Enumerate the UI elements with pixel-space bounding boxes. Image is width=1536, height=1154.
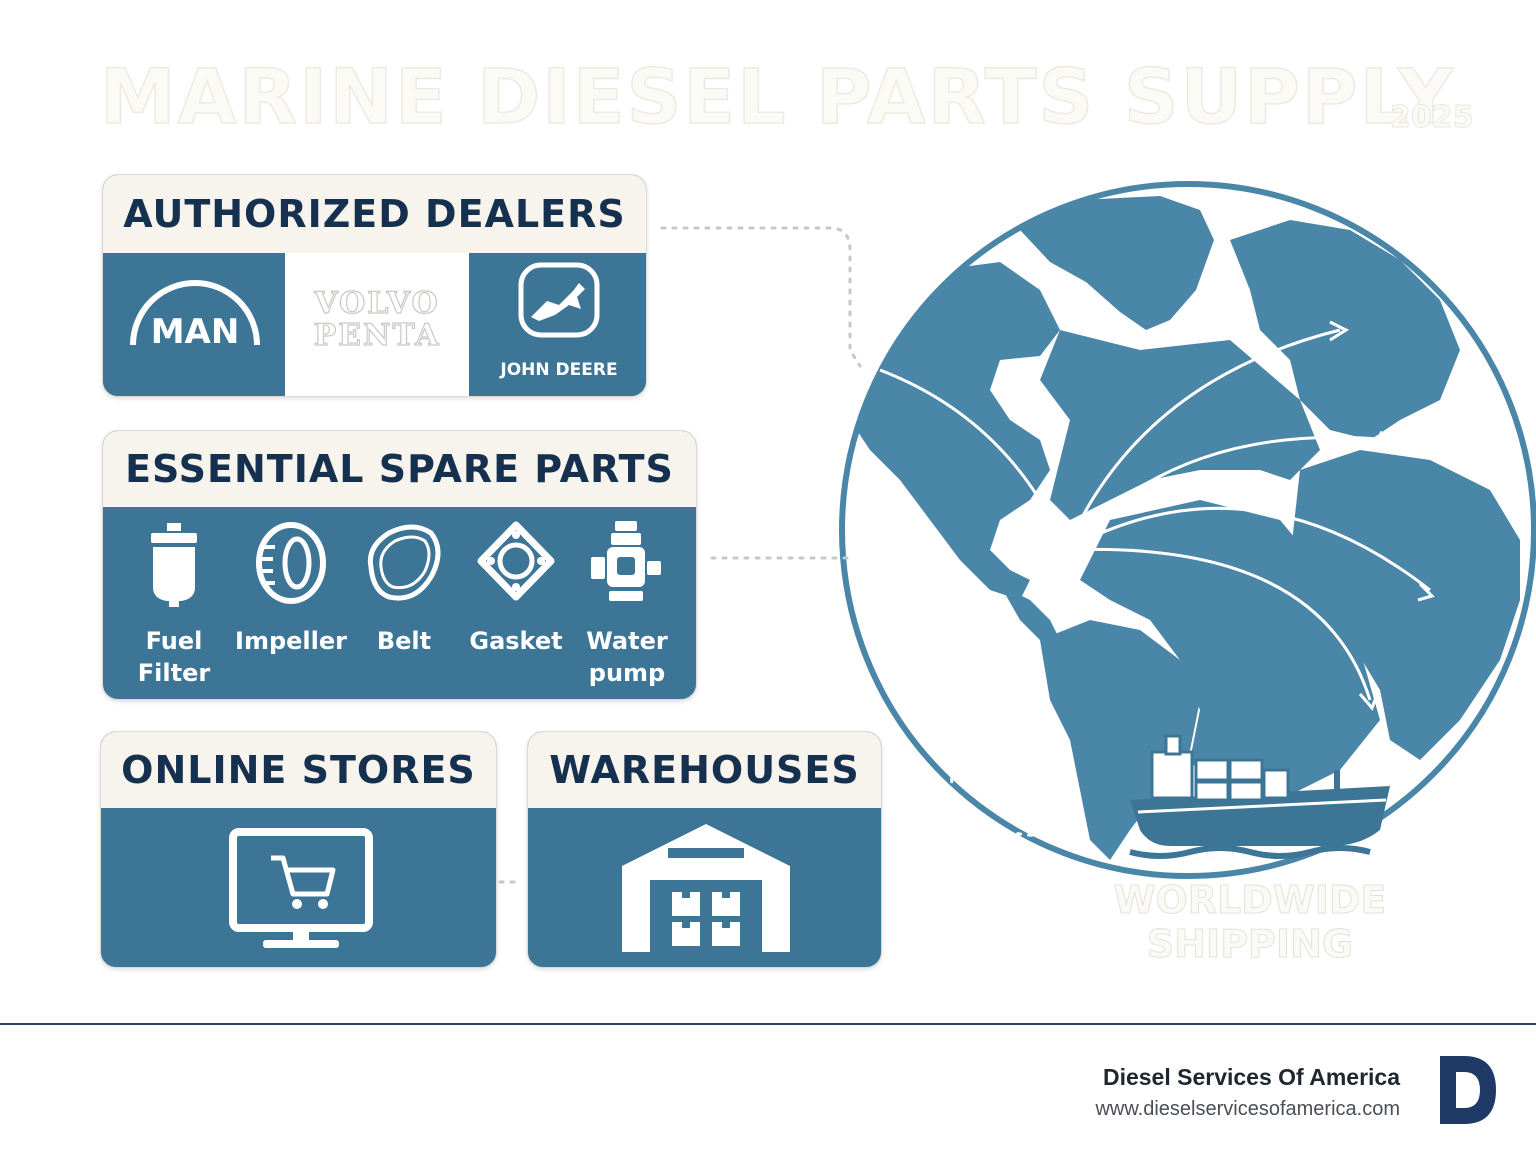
man-arch-icon: MAN <box>130 280 260 352</box>
globe-outline <box>839 181 1536 879</box>
shipping-hub-dot <box>1059 543 1073 557</box>
man-logo: MAN <box>103 253 285 396</box>
penta-logo-text: PENTA <box>314 318 441 353</box>
john-deere-logo-text: JOHN DEERE <box>499 360 617 380</box>
worldwide-shipping-label: WORLDWIDE SHIPPING <box>1060 878 1440 967</box>
arrow-south <box>1358 691 1380 711</box>
airplane-icon <box>1042 826 1078 846</box>
company-logo: D <box>1440 1056 1496 1124</box>
worldwide-line: WORLDWIDE <box>1113 878 1387 923</box>
warehouses-heading: WAREHOUSES <box>528 732 881 808</box>
fuel-filter-icon <box>151 523 197 607</box>
route-to-north-europe <box>1064 328 1341 551</box>
arrow-europe <box>1379 430 1397 452</box>
shipping-routes <box>879 328 1431 701</box>
land-africa <box>1290 450 1520 760</box>
online-stores-heading: ONLINE STORES <box>101 732 496 808</box>
title-row: MARINE DIESEL PARTS SUPPLY 2025 <box>99 51 1500 142</box>
warehouses-card: WAREHOUSES <box>527 731 882 968</box>
cargo-ship-icon <box>1129 734 1390 859</box>
volvo-logo-text: VOLVO <box>313 286 439 321</box>
land-north-america <box>842 262 1060 600</box>
land-greenland <box>1020 196 1214 330</box>
company-url[interactable]: www.dieselservicesofamerica.com <box>1095 1098 1400 1120</box>
warehouse-icon <box>622 824 790 952</box>
company-name: Diesel Services Of America <box>1102 1064 1400 1090</box>
water-pump-icon <box>591 521 661 601</box>
arrow-north-europe <box>1329 320 1350 342</box>
deer-badge-icon: JOHN DEERE <box>499 262 618 380</box>
man-logo-text: MAN <box>151 312 240 352</box>
route-to-africa <box>1065 506 1431 592</box>
part-gasket-label: Gasket <box>469 627 563 655</box>
part-impeller: Impeller <box>235 507 347 655</box>
online-stores-card: ONLINE STORES <box>100 731 497 968</box>
land-central-america <box>1000 585 1060 640</box>
land-south-america <box>1040 620 1200 860</box>
land-europe <box>1230 220 1460 440</box>
part-belt-label: Belt <box>376 627 432 655</box>
part-water-pump: Water pump <box>586 507 668 687</box>
belt-icon <box>367 524 441 601</box>
page-title: MARINE DIESEL PARTS SUPPLY <box>99 51 1456 142</box>
authorized-dealers-card: AUTHORIZED DEALERS MAN VOLVO PENTA JOHN … <box>102 174 647 397</box>
year-label: 2025 <box>1390 100 1474 136</box>
shipping-line: SHIPPING <box>1146 922 1354 967</box>
part-fuel-filter-label-1: Fuel <box>145 627 203 655</box>
connector-dealers <box>660 226 862 368</box>
arrow-africa <box>1417 582 1435 602</box>
part-belt: Belt <box>359 507 449 655</box>
route-to-south <box>1065 547 1372 701</box>
volvo-penta-logo: VOLVO PENTA <box>285 253 469 396</box>
warehouses-body <box>528 808 881 967</box>
part-water-pump-label-2: pump <box>588 659 666 687</box>
footer-divider <box>0 1023 1536 1025</box>
impeller-icon <box>256 522 326 604</box>
land-atlantic-shade <box>1040 330 1320 520</box>
connector-globe-ship <box>858 554 1042 838</box>
part-water-pump-label-1: Water <box>586 627 668 655</box>
gasket-icon <box>477 521 555 601</box>
part-gasket: Gasket <box>469 507 563 655</box>
online-stores-body <box>101 808 496 967</box>
john-deere-logo: JOHN DEERE <box>469 253 646 396</box>
part-fuel-filter-label-2: Filter <box>137 659 211 687</box>
shopping-cart-monitor-icon <box>229 828 373 948</box>
route-to-west <box>879 368 1068 551</box>
land-south-atlantic-shade <box>1080 500 1380 800</box>
globe-landmasses <box>842 196 1520 860</box>
spare-parts-heading: ESSENTIAL SPARE PARTS <box>103 431 696 507</box>
route-to-europe <box>1064 435 1391 551</box>
part-impeller-label: Impeller <box>235 627 347 655</box>
dealers-logo-row: MAN VOLVO PENTA JOHN DEERE <box>103 253 646 396</box>
volvo-penta-mark: VOLVO PENTA <box>313 285 441 353</box>
authorized-dealers-heading: AUTHORIZED DEALERS <box>103 175 646 253</box>
